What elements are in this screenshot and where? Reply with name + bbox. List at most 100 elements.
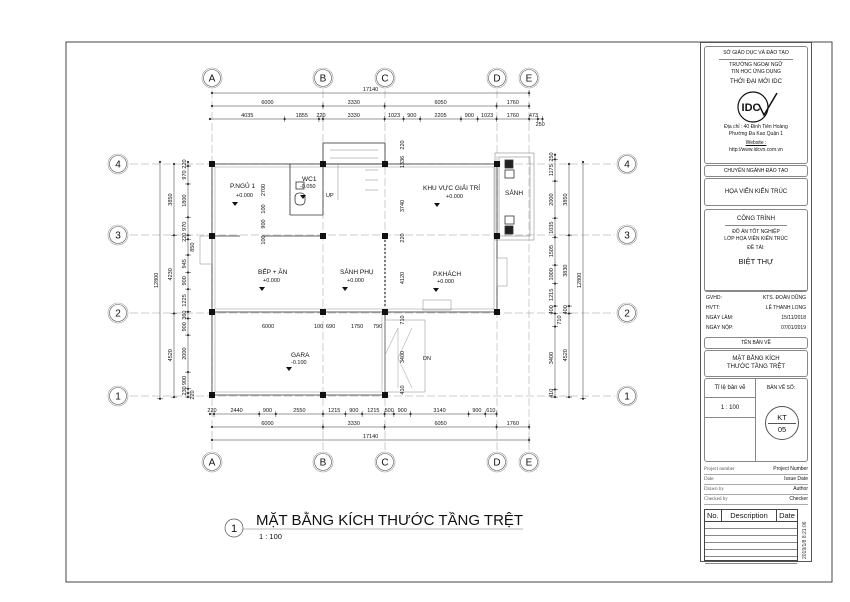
info-value: KTS. ĐOÀN DŨNG [762, 295, 806, 301]
dim-tick [567, 162, 571, 166]
grid-bubble [518, 451, 540, 473]
grid-bubble [374, 451, 396, 473]
dim-text: 900 [263, 408, 272, 414]
sheet-no-circle: KT 05 [765, 406, 799, 440]
room-name: GARA [291, 352, 310, 359]
dim-text: 945 [182, 259, 188, 268]
dim-text: 4520 [168, 349, 174, 361]
title-block: SỞ GIÁO DỤC VÀ ĐÀO TẠO TRƯỜNG NGOẠI NGỮ … [700, 42, 812, 564]
view-title: 1 MẶT BẰNG KÍCH THƯỚC TẦNG TRỆT 1 : 100 [224, 511, 523, 541]
sheet-name-label-section: TÊN BẢN VẼ [704, 337, 808, 349]
grid-bubble [312, 451, 334, 473]
dim-text: 220 [316, 113, 325, 119]
grid-label: D [493, 74, 500, 85]
dim-text: 900 [349, 408, 358, 414]
dim-text: 12800 [577, 273, 583, 288]
dim-text: 1023 [388, 113, 400, 119]
dim-text: 220 [400, 140, 406, 149]
dim-tick [158, 160, 162, 164]
grid-bubble [107, 153, 129, 175]
dim-text: 6000 [261, 421, 273, 427]
dim-text: 1336 [400, 156, 406, 168]
dim-text: 6000 [262, 324, 274, 330]
dim-tick [210, 104, 214, 108]
field-label: Project number [704, 467, 735, 472]
topic-text: BIỆT THỰ [738, 257, 774, 266]
dim-text: 3140 [433, 408, 445, 414]
sheet-no-line2: 05 [777, 425, 787, 434]
dim-text: 2700 [261, 184, 267, 196]
rev-header-date: Date [779, 511, 795, 520]
grid-bubble [616, 302, 638, 324]
dim-text: 2000 [549, 193, 555, 205]
dim-text: 3830 [563, 265, 569, 277]
room-level: +0.000 [347, 278, 364, 284]
view-scale: 1 : 100 [259, 532, 282, 541]
dim-text: 1215 [367, 408, 379, 414]
info-section: GVHD:KTS. ĐOÀN DŨNG HVTT:LÊ THANH LONG N… [704, 293, 808, 337]
dim-text: 1215 [328, 408, 340, 414]
dim-text: 1855 [296, 113, 308, 119]
info-label: GVHD: [706, 295, 722, 301]
dim-text: 4035 [241, 113, 253, 119]
room-name: P.KHÁCH [433, 269, 461, 278]
field-value: Issue Date [784, 476, 808, 482]
dim-text: 1760 [507, 100, 519, 106]
room-labels: P.NGỦ 1 +0.000 WC1 -0.050 KHU VỰC GIẢI T… [230, 176, 523, 371]
room-level: -0.100 [291, 360, 307, 366]
dim-text: 900 [261, 219, 267, 228]
grid-label: D [493, 458, 500, 469]
grid-label: 4 [115, 160, 121, 171]
grid-bubble [486, 451, 508, 473]
room-name: SẢNH [505, 188, 523, 197]
topic-label: ĐỀ TÀI: [747, 245, 765, 251]
sheet-no-line1: KT [777, 413, 787, 422]
dim-text: 1175 [549, 164, 555, 176]
dim-text: 1760 [507, 421, 519, 427]
sheet-border [65, 41, 833, 583]
dim-text: 500 [385, 408, 394, 414]
grid-bubble [107, 302, 129, 324]
sheet-no-label: BẢN VẼ SỐ: [766, 385, 796, 391]
room-name: WC1 [302, 176, 317, 183]
grid-label: B [320, 458, 327, 469]
grid-label: 1 [115, 392, 121, 403]
website-link[interactable]: http://www.idcvn.com.vn [729, 147, 783, 153]
grid-label: 4 [624, 160, 630, 171]
grid-label: 2 [624, 309, 630, 320]
dim-text: 100 [261, 204, 267, 213]
dim-tick [186, 160, 190, 164]
scale-value: 1 : 100 [720, 405, 740, 411]
info-label: NGÀY NỘP: [706, 325, 734, 331]
website-label: Website : [745, 140, 767, 146]
sheet-name-line1: MẶT BẰNG KÍCH [732, 356, 780, 362]
dim-tick [210, 438, 214, 442]
dim-text: 3330 [348, 113, 360, 119]
project-section: CÔNG TRÌNH ĐỒ ÁN TỐT NGHIỆP LỚP HỌA VIÊN… [704, 209, 808, 292]
dim-tick [208, 117, 212, 121]
dim-text: 1800 [182, 195, 188, 207]
grid-label: A [209, 74, 216, 85]
dim-text: 3850 [168, 193, 174, 205]
grid-bubble [616, 224, 638, 246]
grid-label: E [526, 74, 533, 85]
dim-text: 1750 [351, 324, 363, 330]
dim-text: 3740 [400, 200, 406, 212]
dim-text: 710 [557, 315, 563, 324]
grid-label: C [381, 458, 388, 469]
dim-text: 3330 [348, 421, 360, 427]
sheet-name-label: TÊN BẢN VẼ [741, 340, 771, 346]
dim-text: 690 [326, 324, 335, 330]
room-name: BẾP + ĂN [258, 266, 288, 276]
dim-text: 4230 [168, 268, 174, 280]
rev-header-no: No. [705, 510, 722, 521]
field-value: Checker [789, 496, 808, 502]
dim-text: 3330 [348, 100, 360, 106]
info-label: HVTT: [706, 305, 720, 311]
room-name: KHU VỰC GIẢI TRÍ [423, 183, 480, 192]
dim-text: 17140 [363, 434, 378, 440]
dim-text: 360 [182, 311, 188, 320]
dim-tick [172, 162, 176, 166]
grid-bubble [518, 67, 540, 89]
